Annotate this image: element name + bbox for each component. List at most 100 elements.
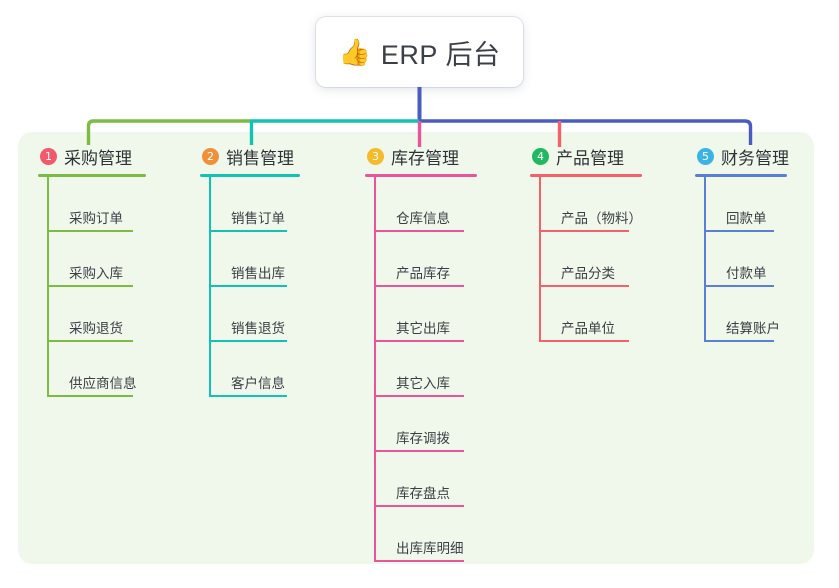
list-item-label: 销售出库 xyxy=(231,266,285,281)
list-item-underline xyxy=(539,285,629,287)
list-item-underline xyxy=(209,395,287,397)
list-item-underline xyxy=(374,395,464,397)
column-badge-4: 4 xyxy=(532,147,549,165)
list-item-underline xyxy=(47,395,133,397)
list-item-label: 产品库存 xyxy=(396,266,450,281)
list-item-label: 采购订单 xyxy=(69,211,123,226)
list-item-label: 销售订单 xyxy=(231,211,285,226)
list-item[interactable]: 其它出库 xyxy=(374,287,477,342)
list-item-label: 出库库明细 xyxy=(396,541,464,556)
column-title-2: 销售管理 xyxy=(226,148,294,168)
list-item-label: 采购退货 xyxy=(69,321,123,336)
list-item[interactable]: 销售出库 xyxy=(209,232,300,287)
list-item[interactable]: 其它入库 xyxy=(374,342,477,397)
list-item-label: 仓库信息 xyxy=(396,211,450,226)
column-items-1: 采购订单采购入库采购退货供应商信息 xyxy=(38,177,146,397)
column-underline-4 xyxy=(530,174,642,177)
list-item[interactable]: 采购入库 xyxy=(47,232,146,287)
list-item[interactable]: 出库库明细 xyxy=(374,507,477,562)
list-item-underline xyxy=(47,285,133,287)
list-item-underline xyxy=(374,285,464,287)
column-items-3: 仓库信息产品库存其它出库其它入库库存调拨库存盘点出库库明细 xyxy=(365,177,477,562)
list-item[interactable]: 产品（物料） xyxy=(539,177,642,232)
column-header-1[interactable]: 1 采购管理 xyxy=(38,144,146,168)
list-item-label: 客户信息 xyxy=(231,376,285,391)
column-spine-2 xyxy=(209,177,211,397)
list-item-label: 采购入库 xyxy=(69,266,123,281)
list-item[interactable]: 付款单 xyxy=(704,232,789,287)
column-underline-1 xyxy=(38,174,146,177)
column-title-3: 库存管理 xyxy=(391,148,459,168)
list-item[interactable]: 供应商信息 xyxy=(47,342,146,397)
list-item-label: 销售退货 xyxy=(231,321,285,336)
list-item-label: 付款单 xyxy=(726,266,767,281)
list-item-label: 产品单位 xyxy=(561,321,615,336)
list-item-underline xyxy=(374,230,464,232)
list-item[interactable]: 产品单位 xyxy=(539,287,642,342)
root-node[interactable]: 👍 ERP 后台 xyxy=(316,17,523,87)
column-2: 2 销售管理销售订单销售出库销售退货客户信息 xyxy=(200,144,300,397)
list-item[interactable]: 采购退货 xyxy=(47,287,146,342)
thumbs-up-icon: 👍 xyxy=(338,37,371,67)
column-title-1: 采购管理 xyxy=(64,148,132,168)
column-spine-5 xyxy=(704,177,706,342)
list-item-underline xyxy=(704,285,774,287)
list-item-label: 库存调拨 xyxy=(396,431,450,446)
column-3: 3 库存管理仓库信息产品库存其它出库其它入库库存调拨库存盘点出库库明细 xyxy=(365,144,477,562)
list-item[interactable]: 销售订单 xyxy=(209,177,300,232)
list-item[interactable]: 仓库信息 xyxy=(374,177,477,232)
list-item-underline xyxy=(704,340,774,342)
list-item-label: 产品（物料） xyxy=(561,211,642,226)
list-item-underline xyxy=(209,285,287,287)
column-1: 1 采购管理采购订单采购入库采购退货供应商信息 xyxy=(38,144,146,397)
column-items-5: 回款单付款单结算账户 xyxy=(695,177,789,342)
list-item-label: 其它入库 xyxy=(396,376,450,391)
list-item-underline xyxy=(374,505,464,507)
list-item-label: 其它出库 xyxy=(396,321,450,336)
column-badge-2: 2 xyxy=(202,147,219,165)
column-badge-5: 5 xyxy=(697,147,714,165)
diagram-panel xyxy=(18,132,814,564)
list-item-underline xyxy=(704,230,774,232)
list-item[interactable]: 回款单 xyxy=(704,177,789,232)
list-item[interactable]: 结算账户 xyxy=(704,287,789,342)
list-item-underline xyxy=(47,230,133,232)
list-item-underline xyxy=(539,230,629,232)
column-4: 4 产品管理产品（物料） 产品分类产品单位 xyxy=(530,144,642,342)
list-item[interactable]: 销售退货 xyxy=(209,287,300,342)
list-item[interactable]: 采购订单 xyxy=(47,177,146,232)
column-badge-1: 1 xyxy=(40,147,57,165)
column-spine-3 xyxy=(374,177,376,562)
list-item-label: 结算账户 xyxy=(726,321,780,336)
column-header-2[interactable]: 2 销售管理 xyxy=(200,144,300,168)
column-underline-2 xyxy=(200,174,300,177)
column-underline-5 xyxy=(695,174,787,177)
column-header-4[interactable]: 4 产品管理 xyxy=(530,144,642,168)
list-item-label: 库存盘点 xyxy=(396,486,450,501)
column-title-4: 产品管理 xyxy=(556,148,624,168)
list-item[interactable]: 产品分类 xyxy=(539,232,642,287)
list-item-underline xyxy=(209,230,287,232)
list-item[interactable]: 产品库存 xyxy=(374,232,477,287)
column-badge-3: 3 xyxy=(367,147,384,165)
root-title: ERP 后台 xyxy=(380,39,501,70)
list-item-underline xyxy=(47,340,133,342)
column-underline-3 xyxy=(365,174,477,177)
column-header-3[interactable]: 3 库存管理 xyxy=(365,144,477,168)
list-item-label: 回款单 xyxy=(726,211,767,226)
list-item[interactable]: 库存盘点 xyxy=(374,452,477,507)
column-items-2: 销售订单销售出库销售退货客户信息 xyxy=(200,177,300,397)
list-item-underline xyxy=(539,340,629,342)
list-item-label: 产品分类 xyxy=(561,266,615,281)
column-items-4: 产品（物料） 产品分类产品单位 xyxy=(530,177,642,342)
list-item[interactable]: 客户信息 xyxy=(209,342,300,397)
list-item-underline xyxy=(374,450,464,452)
column-spine-4 xyxy=(539,177,541,342)
list-item-label: 供应商信息 xyxy=(69,376,137,391)
list-item-underline xyxy=(374,340,464,342)
list-item[interactable]: 库存调拨 xyxy=(374,397,477,452)
column-spine-1 xyxy=(47,177,49,397)
